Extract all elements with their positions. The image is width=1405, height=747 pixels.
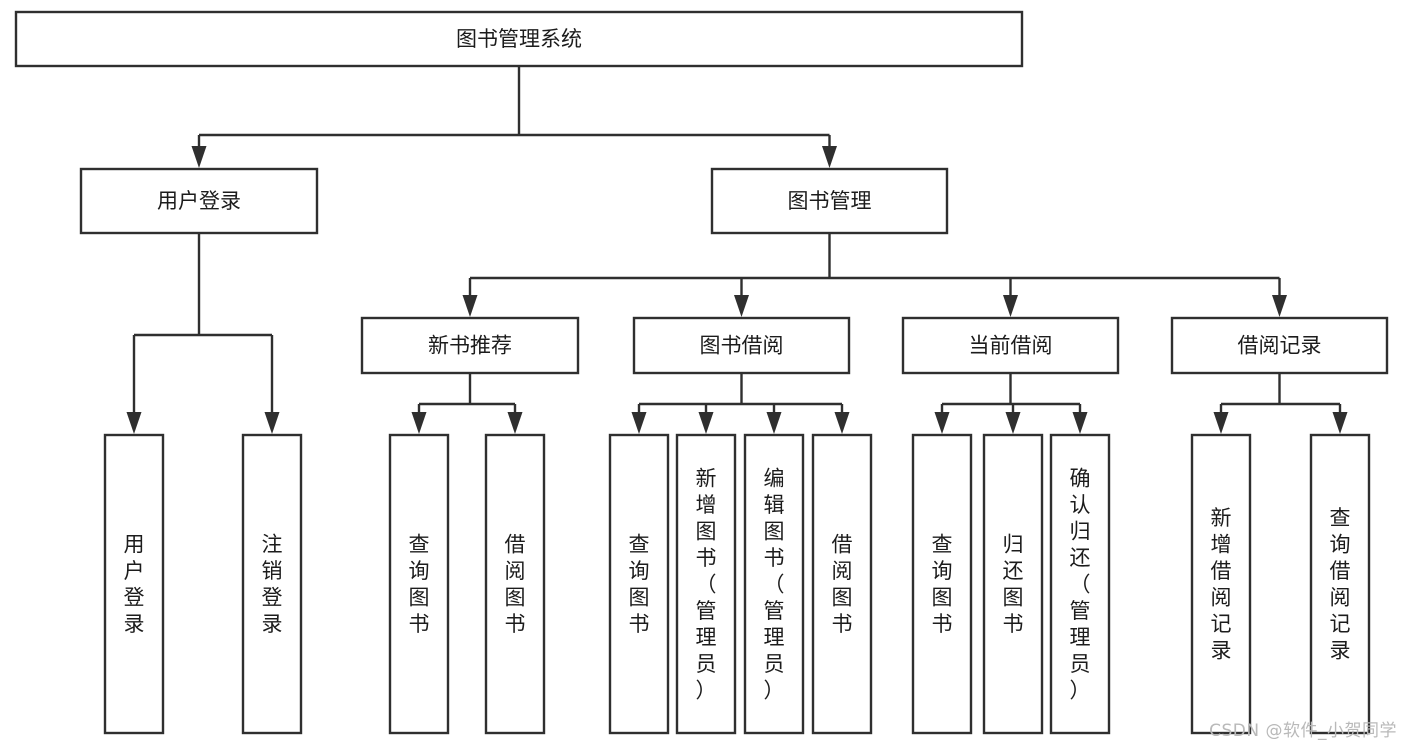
- connector-arrow-icon: [126, 412, 142, 434]
- node-label-leaf-query-book-1: 查询图书: [409, 533, 430, 637]
- edges-layer: [126, 66, 1348, 434]
- node-box-leaf-add-record[interactable]: [1190, 433, 1252, 735]
- node-label-leaf-confirm-return: 确认归还（管理员）: [1070, 466, 1091, 702]
- node-current-borrow[interactable]: 当前借阅: [901, 316, 1120, 375]
- node-label-current-borrow: 当前借阅: [969, 334, 1053, 358]
- connector-arrow-icon: [264, 412, 280, 434]
- node-leaf-add-record[interactable]: 新增借阅记录: [1190, 433, 1252, 735]
- connector-arrow-icon: [462, 295, 478, 317]
- node-leaf-confirm-return[interactable]: 确认归还（管理员）: [1049, 433, 1111, 735]
- node-leaf-query-book-1[interactable]: 查询图书: [388, 433, 450, 735]
- node-box-leaf-user-logout[interactable]: [241, 433, 303, 735]
- connector-arrow-icon: [1072, 412, 1088, 434]
- nodes-layer: 图书管理系统用户登录图书管理新书推荐图书借阅当前借阅借阅记录用户登录注销登录查询…: [14, 10, 1389, 735]
- connector-arrow-icon: [1332, 412, 1348, 434]
- node-leaf-edit-book[interactable]: 编辑图书（管理员）: [743, 433, 805, 735]
- node-leaf-query-record[interactable]: 查询借阅记录: [1309, 433, 1371, 735]
- node-new-book-rec[interactable]: 新书推荐: [360, 316, 580, 375]
- node-box-leaf-edit-book[interactable]: [743, 433, 805, 735]
- node-label-leaf-query-record: 查询借阅记录: [1330, 506, 1351, 663]
- node-root[interactable]: 图书管理系统: [14, 10, 1024, 68]
- connector-arrow-icon: [734, 295, 749, 317]
- node-leaf-borrow-book-1[interactable]: 借阅图书: [484, 433, 546, 735]
- node-box-leaf-query-book-1[interactable]: [388, 433, 450, 735]
- node-leaf-user-login[interactable]: 用户登录: [103, 433, 165, 735]
- connector-arrow-icon: [766, 412, 782, 434]
- node-label-book-borrow: 图书借阅: [700, 334, 784, 358]
- node-leaf-return-book[interactable]: 归还图书: [982, 433, 1044, 735]
- node-leaf-query-book-2[interactable]: 查询图书: [608, 433, 670, 735]
- connector-arrow-icon: [1272, 295, 1287, 317]
- node-leaf-query-book-3[interactable]: 查询图书: [911, 433, 973, 735]
- connector-arrow-icon: [191, 146, 207, 168]
- node-box-leaf-add-book[interactable]: [675, 433, 737, 735]
- connector-arrow-icon: [698, 412, 714, 434]
- node-label-leaf-user-login: 用户登录: [124, 533, 145, 637]
- node-label-new-book-rec: 新书推荐: [428, 334, 512, 358]
- connector-arrow-icon: [934, 412, 950, 434]
- node-label-borrow-record: 借阅记录: [1238, 334, 1322, 358]
- node-label-root: 图书管理系统: [456, 27, 582, 51]
- node-label-leaf-query-book-2: 查询图书: [629, 533, 650, 637]
- node-box-current-borrow[interactable]: [901, 316, 1120, 375]
- node-leaf-add-book[interactable]: 新增图书（管理员）: [675, 433, 737, 735]
- connector-arrow-icon: [507, 412, 523, 434]
- node-label-leaf-query-book-3: 查询图书: [932, 533, 953, 637]
- node-leaf-user-logout[interactable]: 注销登录: [241, 433, 303, 735]
- connector-arrow-icon: [834, 412, 850, 434]
- node-book-manage[interactable]: 图书管理: [710, 167, 949, 235]
- node-label-leaf-borrow-book-2: 借阅图书: [832, 533, 853, 637]
- node-box-user-login[interactable]: [79, 167, 319, 235]
- connector-arrow-icon: [1005, 412, 1021, 434]
- connector-arrow-icon: [411, 412, 427, 434]
- node-book-borrow[interactable]: 图书借阅: [632, 316, 851, 375]
- node-box-leaf-borrow-book-2[interactable]: [811, 433, 873, 735]
- node-box-leaf-query-book-2[interactable]: [608, 433, 670, 735]
- node-box-leaf-confirm-return[interactable]: [1049, 433, 1111, 735]
- node-leaf-borrow-book-2[interactable]: 借阅图书: [811, 433, 873, 735]
- node-box-leaf-borrow-book-1[interactable]: [484, 433, 546, 735]
- node-box-leaf-return-book[interactable]: [982, 433, 1044, 735]
- connector-arrow-icon: [631, 412, 647, 434]
- connector-arrow-icon: [1213, 412, 1229, 434]
- node-label-book-manage: 图书管理: [788, 189, 872, 213]
- node-user-login[interactable]: 用户登录: [79, 167, 319, 235]
- node-box-borrow-record[interactable]: [1170, 316, 1389, 375]
- node-borrow-record[interactable]: 借阅记录: [1170, 316, 1389, 375]
- node-label-user-login: 用户登录: [157, 189, 241, 213]
- node-label-leaf-add-book: 新增图书（管理员）: [696, 466, 717, 702]
- connector-arrow-icon: [1003, 295, 1018, 317]
- node-box-book-manage[interactable]: [710, 167, 949, 235]
- node-box-root[interactable]: [14, 10, 1024, 68]
- node-box-new-book-rec[interactable]: [360, 316, 580, 375]
- node-box-leaf-query-record[interactable]: [1309, 433, 1371, 735]
- node-box-leaf-user-login[interactable]: [103, 433, 165, 735]
- node-box-leaf-query-book-3[interactable]: [911, 433, 973, 735]
- node-label-leaf-borrow-book-1: 借阅图书: [505, 533, 526, 637]
- node-label-leaf-add-record: 新增借阅记录: [1211, 506, 1232, 663]
- node-box-book-borrow[interactable]: [632, 316, 851, 375]
- node-label-leaf-return-book: 归还图书: [1003, 533, 1024, 637]
- node-label-leaf-edit-book: 编辑图书（管理员）: [764, 466, 785, 702]
- connector-arrow-icon: [822, 146, 837, 168]
- node-label-leaf-user-logout: 注销登录: [262, 533, 283, 637]
